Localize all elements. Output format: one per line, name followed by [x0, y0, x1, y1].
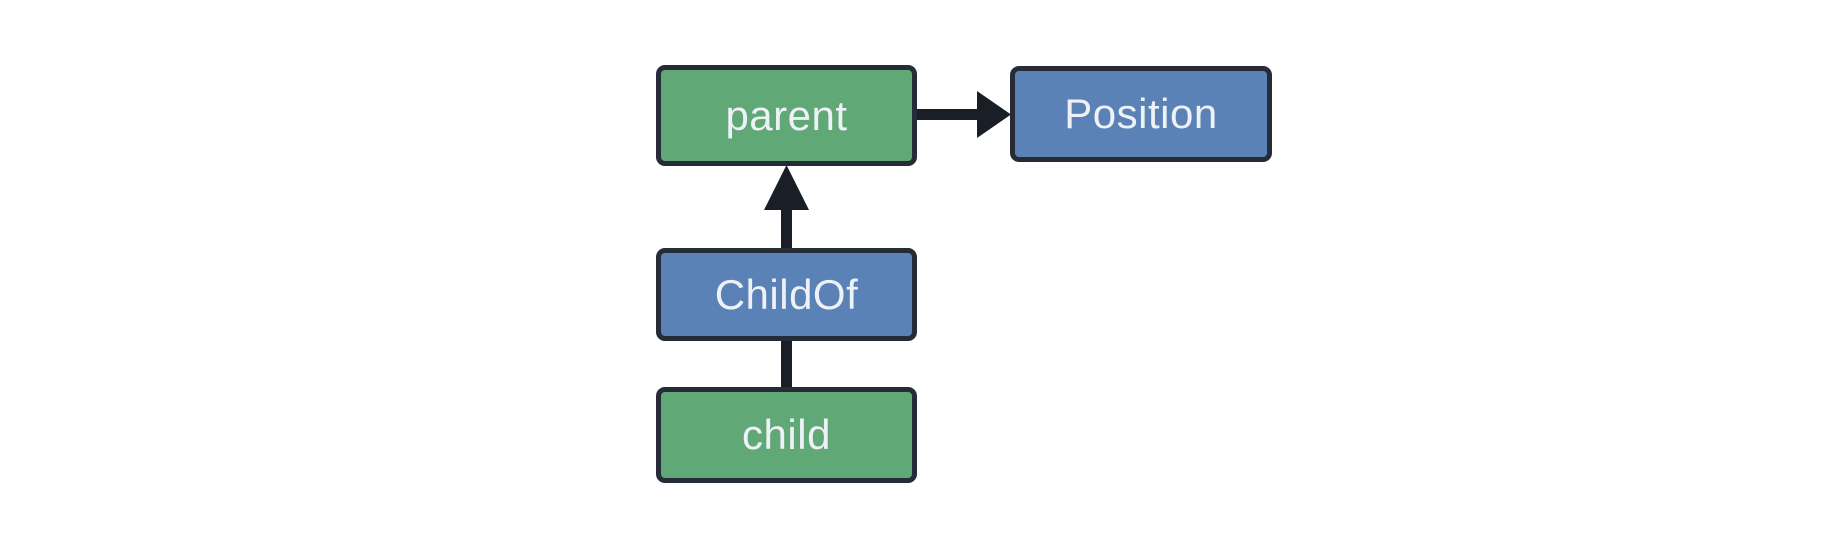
node-position: Position [1010, 66, 1272, 162]
line-child-to-childof [781, 339, 792, 389]
arrow-parent-to-position [915, 91, 1011, 138]
node-child-label: child [742, 411, 831, 458]
node-childof-label: ChildOf [714, 270, 859, 318]
arrow-head-right-icon [977, 91, 1011, 138]
arrow-shaft [781, 205, 792, 250]
node-parent-label: parent [725, 91, 848, 139]
arrow-childof-to-parent [764, 165, 809, 250]
arrow-head-up-icon [764, 165, 809, 210]
node-parent: parent [656, 65, 917, 166]
line-shaft [781, 339, 792, 389]
node-child: child [656, 387, 917, 483]
node-childof: ChildOf [656, 248, 917, 341]
arrow-shaft [915, 109, 979, 120]
node-position-label: Position [1064, 90, 1218, 137]
